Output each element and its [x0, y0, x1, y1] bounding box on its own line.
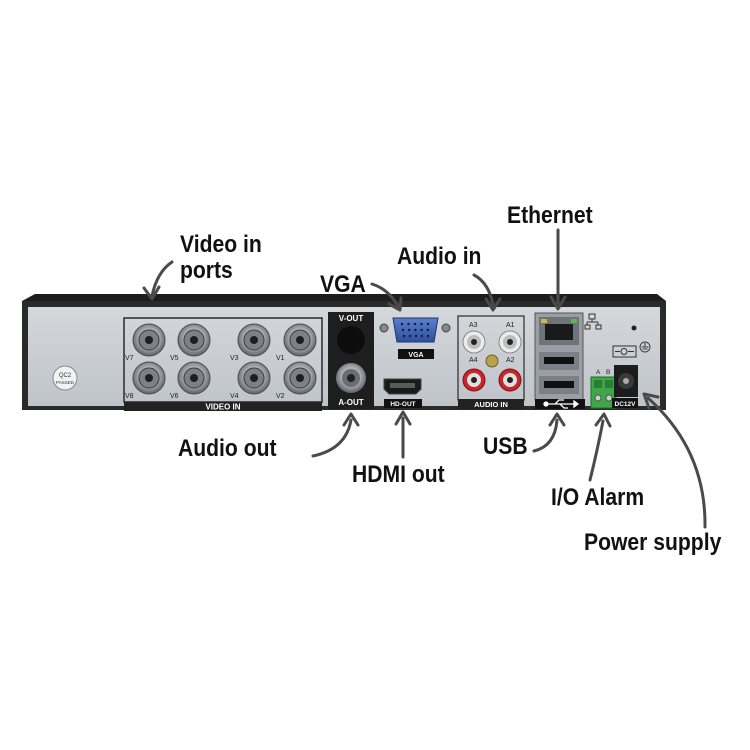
callout-video-in-line-1: Video in [180, 231, 262, 258]
bnc-port-v7[interactable] [132, 323, 166, 357]
audio-in-port-a4[interactable] [462, 368, 486, 392]
video-in-label-bar [124, 402, 322, 411]
arrow-usb [532, 412, 566, 453]
audio-in-port-a1[interactable] [498, 330, 522, 354]
bnc-port-label-v6: V6 [170, 393, 179, 400]
bnc-port-v8[interactable] [132, 361, 166, 395]
bnc-port-label-v2: V2 [276, 393, 285, 400]
callout-audio-in: Audio in [397, 243, 482, 270]
callout-io-alarm: I/O Alarm [551, 484, 645, 511]
arrow-audio-out [311, 412, 360, 458]
alarm-pin-label-b: B [606, 369, 610, 376]
bnc-port-label-v7: V7 [125, 355, 134, 362]
dc-polarity-icon [612, 345, 637, 358]
a-out-label: A-OUT [338, 398, 363, 407]
callout-usb: USB [483, 433, 528, 460]
video-in-label: VIDEO IN [205, 403, 240, 412]
arrow-audio-in [472, 273, 502, 312]
callout-power-supply: Power supply [584, 529, 722, 556]
audio-in-port-a3[interactable] [462, 330, 486, 354]
ethernet-usb-group [534, 312, 602, 409]
arrow-ethernet [549, 228, 567, 311]
bnc-port-v2[interactable] [283, 361, 317, 395]
v-out-label: V-OUT [339, 314, 364, 323]
audio-in-label: AUDIO IN [474, 400, 508, 409]
audio-port-label-a1: A1 [506, 322, 515, 329]
audio-port-label-a3: A3 [469, 322, 478, 329]
v-out-port[interactable] [337, 326, 365, 354]
callout-hdmi-out: HDMI out [352, 461, 445, 488]
alarm-pin-label-a: A [596, 369, 601, 376]
bnc-port-v4[interactable] [237, 361, 271, 395]
bnc-port-label-v4: V4 [230, 393, 239, 400]
led-indicator [631, 325, 637, 331]
bnc-port-v5[interactable] [177, 323, 211, 357]
qc-sticker-line-1: QC2 [59, 373, 72, 379]
qc-sticker-line-2: PASSED [56, 380, 75, 385]
callout-vga: VGA [320, 271, 366, 298]
hd-out-label: HD-OUT [390, 401, 415, 408]
arrow-hdmi-out [394, 410, 412, 459]
ground-icon [639, 341, 651, 353]
callout-audio-out: Audio out [178, 435, 277, 462]
callout-video-in-ports: Video in ports [180, 232, 262, 284]
bnc-port-label-v8: V8 [125, 393, 134, 400]
callout-ethernet: Ethernet [507, 202, 593, 229]
arrow-vga [370, 282, 403, 312]
qc-sticker: QC2 PASSED [52, 365, 78, 391]
bnc-port-label-v3: V3 [230, 355, 239, 362]
audio-port-label-a2: A2 [506, 357, 515, 364]
arrow-video-in [142, 260, 174, 301]
audio-in-group: AUDIO IN A3 A1 A4 A2 [457, 315, 525, 409]
callout-video-in-line-2: ports [180, 257, 233, 284]
ground-screw [485, 354, 499, 368]
arrow-power-supply [642, 392, 707, 529]
audio-port-label-a4: A4 [469, 357, 478, 364]
audio-in-port-a2[interactable] [498, 368, 522, 392]
bnc-port-v1[interactable] [283, 323, 317, 357]
usb-icon [543, 399, 580, 409]
network-icon [584, 313, 602, 330]
bnc-port-label-v5: V5 [170, 355, 179, 362]
hdmi-group: HD-OUT [383, 378, 422, 408]
vga-group: VGA [379, 317, 451, 359]
video-audio-out-group: V-OUT A-OUT [328, 312, 374, 409]
bnc-port-v6[interactable] [177, 361, 211, 395]
bnc-port-label-v1: V1 [276, 355, 285, 362]
arrow-io-alarm [588, 412, 612, 482]
vga-label: VGA [408, 352, 423, 359]
alarm-power-group: A B DC12V [590, 325, 651, 409]
dc-label: DC12V [615, 401, 637, 408]
alarm-terminal-block[interactable] [590, 376, 617, 409]
bnc-port-v3[interactable] [237, 323, 271, 357]
dc-power-jack[interactable] [614, 365, 638, 397]
